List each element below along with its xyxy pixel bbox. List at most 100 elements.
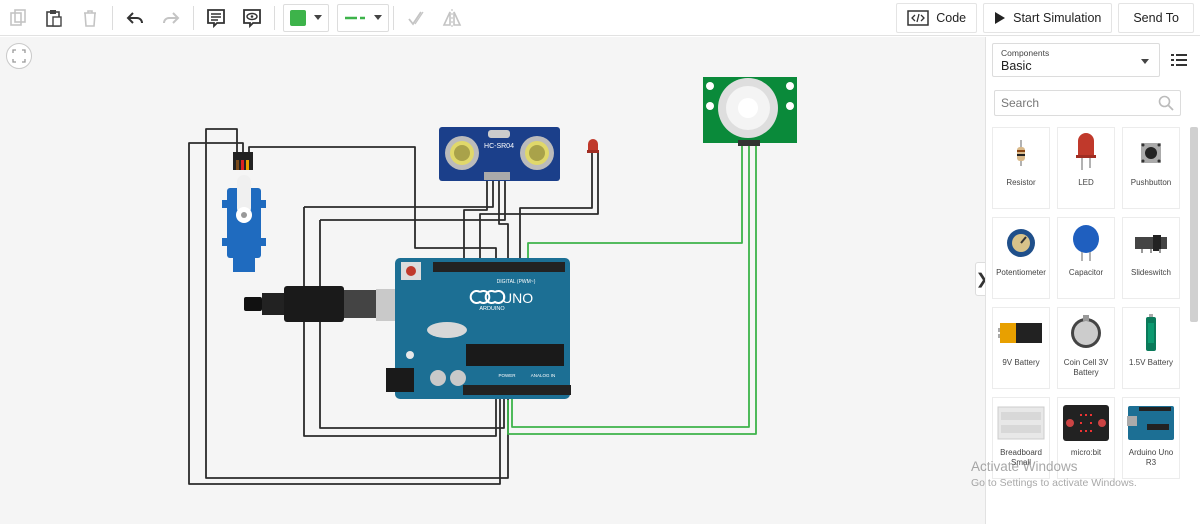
- arduino-model-label: UNO: [502, 290, 533, 306]
- capacitor-icon: [1073, 225, 1099, 261]
- component-tile-led[interactable]: LED: [1057, 127, 1115, 209]
- component-name: Pushbutton: [1130, 178, 1172, 187]
- ultrasonic-label: HC-SR04: [484, 143, 514, 150]
- breadboard-icon: [997, 406, 1045, 440]
- component-tile-slideswitch[interactable]: Slideswitch: [1122, 217, 1180, 299]
- led-component: [587, 139, 599, 153]
- potentiometer-icon: [1007, 229, 1035, 257]
- chevron-down-icon: [374, 15, 382, 20]
- arduino-board: DIGITAL (PWM~) UNO ARDUINO POWER ANALOG …: [386, 258, 571, 399]
- pir-sensor: [703, 77, 797, 146]
- circuit-drawing: HC-SR04: [188, 77, 797, 485]
- arduino-icon: [1127, 406, 1174, 440]
- wire-type-select[interactable]: [337, 3, 389, 32]
- slideswitch-icon: [1135, 235, 1167, 253]
- component-tile-arduino-uno[interactable]: Arduino Uno R3: [1122, 397, 1180, 479]
- component-name: Slideswitch: [1130, 268, 1171, 277]
- start-simulation-label: Start Simulation: [1013, 11, 1102, 25]
- send-to-button[interactable]: Send To: [1118, 3, 1194, 33]
- wire: [188, 142, 501, 485]
- component-name: 1.5V Battery: [1128, 358, 1174, 367]
- battery-9v-icon: [998, 323, 1042, 343]
- search-box: [994, 90, 1181, 116]
- component-tile-pushbutton[interactable]: Pushbutton: [1122, 127, 1180, 209]
- wire: [507, 145, 757, 435]
- redo-button[interactable]: [153, 0, 189, 36]
- component-tile-potentiometer[interactable]: Potentiometer: [992, 217, 1050, 299]
- components-value: Basic: [1001, 59, 1032, 73]
- wire-color-swatch: [290, 9, 306, 26]
- wire: [519, 152, 593, 262]
- components-select[interactable]: Components Basic: [992, 43, 1160, 77]
- pushbutton-icon: [1141, 143, 1161, 163]
- battery-1-5v-icon: [1146, 314, 1156, 351]
- power-label: POWER: [498, 373, 516, 378]
- component-name: micro:bit: [1070, 448, 1102, 457]
- green-wires: [507, 145, 757, 435]
- digital-pins-label: DIGITAL (PWM~): [497, 279, 536, 285]
- flip-button[interactable]: [434, 0, 470, 36]
- list-view-button[interactable]: [1168, 49, 1190, 71]
- component-name: LED: [1078, 178, 1094, 187]
- search-input[interactable]: [995, 91, 1155, 115]
- delete-button[interactable]: [72, 0, 108, 36]
- undo-button[interactable]: [117, 0, 153, 36]
- watermark-line2: Go to Settings to activate Windows.: [971, 477, 1137, 489]
- circuit-canvas[interactable]: HC-SR04: [0, 37, 985, 524]
- paste-icon: [46, 9, 62, 27]
- copy-button[interactable]: [0, 0, 36, 36]
- wire: [205, 128, 509, 479]
- play-icon: [995, 12, 1006, 24]
- arduino-brand-label: ARDUINO: [479, 306, 505, 312]
- trash-icon: [84, 9, 96, 27]
- resistor-icon: [1017, 140, 1025, 166]
- fit-view-icon: [12, 49, 26, 63]
- servo-motor: [222, 152, 266, 272]
- component-name: Capacitor: [1068, 268, 1104, 277]
- component-tile-breadboard[interactable]: Breadboard Small: [992, 397, 1050, 479]
- toolbar-divider: [112, 5, 113, 30]
- chevron-down-icon: [1141, 59, 1149, 64]
- toolbar-divider: [193, 5, 194, 30]
- component-tile-microbit[interactable]: micro:bit: [1057, 397, 1115, 479]
- notes-visibility-button[interactable]: [234, 0, 270, 36]
- component-tile-9v-battery[interactable]: 9V Battery: [992, 307, 1050, 389]
- paste-button[interactable]: [36, 0, 72, 36]
- wire: [248, 146, 497, 262]
- eye-note-icon: [243, 8, 261, 28]
- wire: [527, 145, 743, 262]
- wire-color-select[interactable]: [283, 3, 329, 32]
- wire: [511, 145, 750, 428]
- search-icon: [1158, 95, 1174, 111]
- toolbar: Code Start Simulation Send To: [0, 0, 1200, 36]
- component-name: 9V Battery: [1002, 358, 1040, 367]
- toolbar-divider: [393, 5, 394, 30]
- fit-view-button[interactable]: [6, 43, 32, 69]
- components-panel: Components Basic Resistor LED Pushbutton: [985, 37, 1200, 524]
- chevron-down-icon: [314, 15, 322, 20]
- redo-icon: [163, 11, 180, 24]
- component-name: Coin Cell 3V Battery: [1063, 358, 1109, 377]
- component-tile-coin-cell[interactable]: Coin Cell 3V Battery: [1057, 307, 1115, 389]
- led-icon: [1076, 133, 1096, 170]
- component-tile-resistor[interactable]: Resistor: [992, 127, 1050, 209]
- activate-windows-watermark: Activate Windows Go to Settings to activ…: [971, 459, 1137, 489]
- code-label: Code: [936, 11, 967, 25]
- send-to-label: Send To: [1133, 11, 1179, 25]
- notes-button[interactable]: [198, 0, 234, 36]
- watermark-line1: Activate Windows: [971, 459, 1078, 474]
- rotate-button[interactable]: [398, 0, 434, 36]
- analog-label: ANALOG IN: [531, 373, 556, 378]
- rotate-icon: [408, 11, 424, 26]
- code-button[interactable]: Code: [896, 3, 978, 33]
- component-name: Resistor: [1006, 178, 1036, 187]
- start-simulation-button[interactable]: Start Simulation: [983, 3, 1113, 33]
- component-tile-1-5v-battery[interactable]: 1.5V Battery: [1122, 307, 1180, 389]
- panel-scrollbar[interactable]: [1190, 127, 1198, 322]
- microbit-icon: [1063, 405, 1109, 441]
- component-name: Arduino Uno R3: [1128, 448, 1174, 467]
- list-icon: [1171, 54, 1187, 66]
- ultrasonic-sensor: HC-SR04: [439, 127, 560, 181]
- component-tile-capacitor[interactable]: Capacitor: [1057, 217, 1115, 299]
